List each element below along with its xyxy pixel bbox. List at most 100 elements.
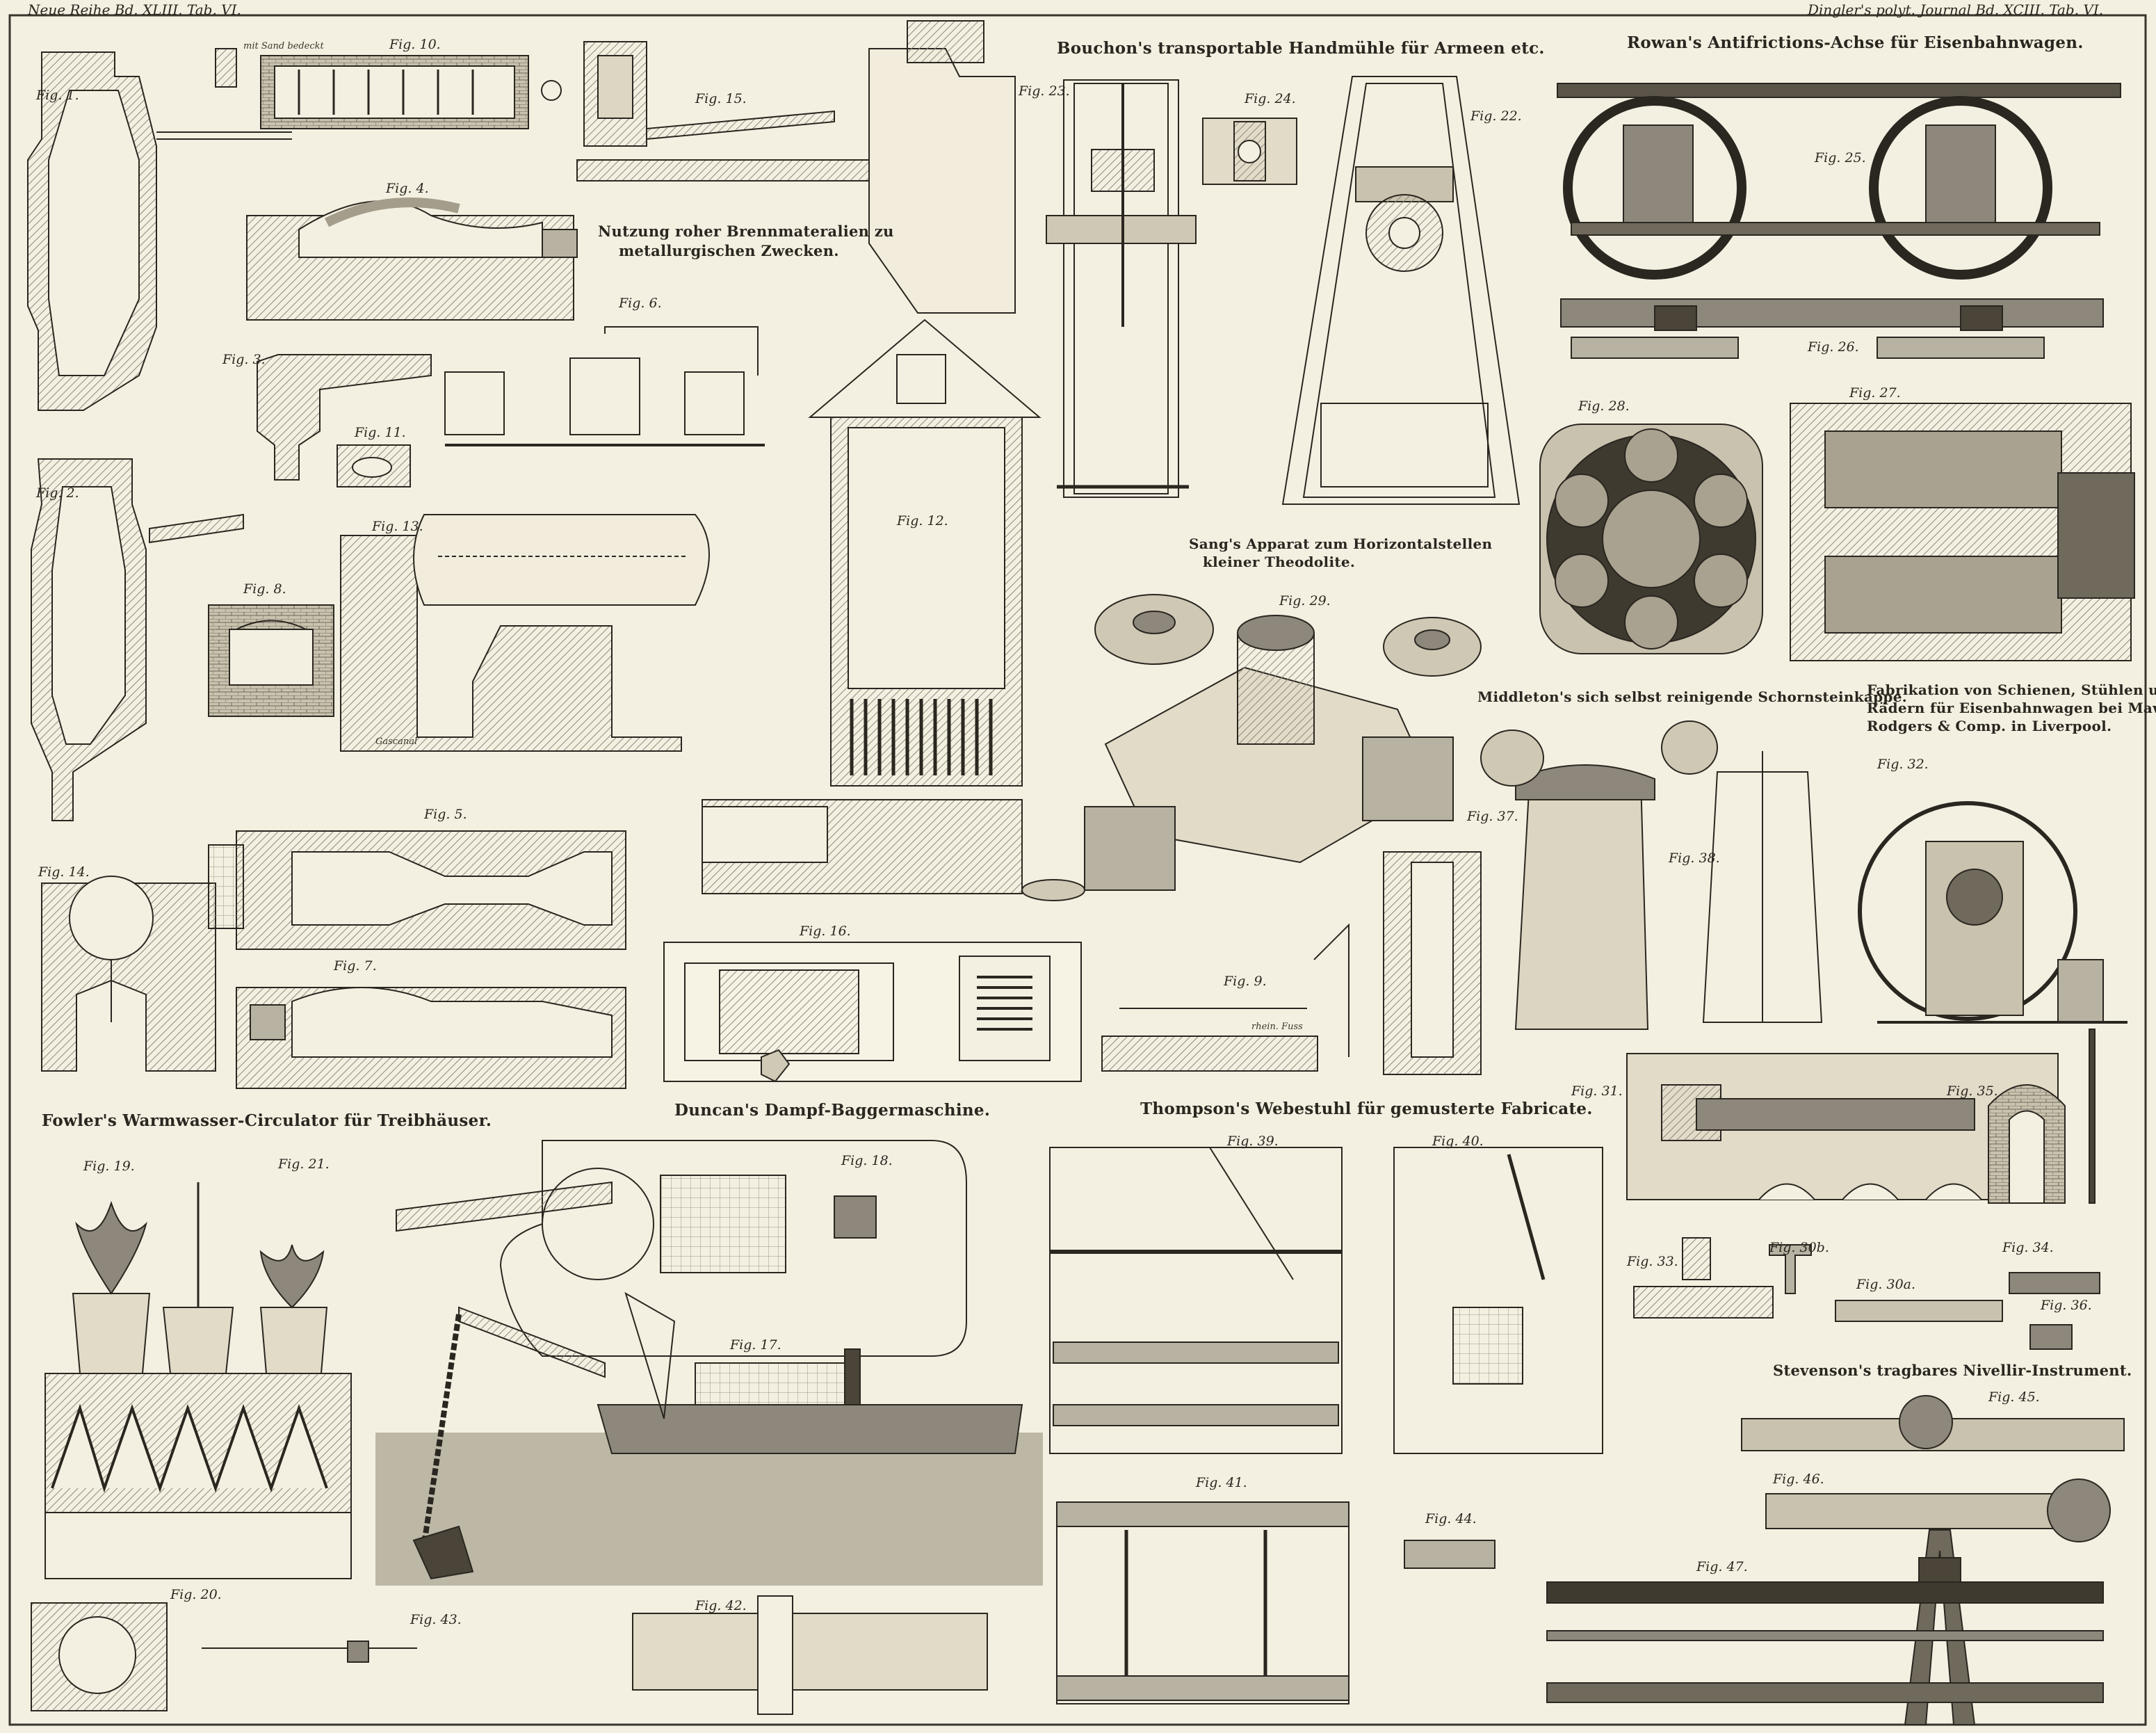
note-rhein-fuss: rhein. Fuss — [1251, 1022, 1303, 1032]
fig26-axle-plan — [1560, 298, 2104, 359]
fig9-level — [1101, 851, 1482, 1075]
title-fabrikation-line1: Fabrikation von Schienen, Stühlen u. — [1867, 682, 2156, 698]
fig18-dredger-plan — [396, 1140, 967, 1357]
fig-label-43: Fig. 43. — [410, 1612, 462, 1627]
fig35-arch — [1988, 1029, 2096, 1204]
fig17-dredger-elevation — [375, 1291, 1043, 1586]
plate-header-right: Dingler's polyt. Journal Bd. XCIII. Tab.… — [1808, 1, 2104, 18]
fig14-furnace — [41, 876, 216, 1072]
title-fabrikation-line3: Rodgers & Comp. in Liverpool. — [1867, 718, 2112, 734]
fig-label-15: Fig. 15. — [695, 91, 747, 106]
fig-label-36: Fig. 36. — [2041, 1298, 2092, 1313]
fig-label-37: Fig. 37. — [1467, 809, 1518, 824]
title-fabrikation-line2: Rädern für Eisenbahnwagen bei Maw, — [1867, 700, 2156, 716]
fig16-plan — [663, 942, 1082, 1083]
title-nutzung-line2: metallurgischen Zwecken. — [619, 242, 839, 259]
fig41-44-loom-details — [1056, 1501, 1496, 1704]
fig-label-18: Fig. 18. — [841, 1153, 893, 1168]
fig-label-31: Fig. 31. — [1571, 1083, 1623, 1099]
fig-label-30b: Fig. 30b. — [1769, 1240, 1829, 1255]
fig39-40-loom — [1049, 1147, 1603, 1454]
fig6-furnace-row — [444, 326, 765, 446]
fig13-boiler — [340, 514, 710, 752]
fig45-46-level — [1741, 1395, 2125, 1725]
fig-label-26: Fig. 26. — [1808, 339, 1859, 355]
fig-label-20: Fig. 20. — [170, 1587, 222, 1602]
title-nutzung-line1: Nutzung roher Brennmateralien zu — [598, 223, 894, 240]
fig-label-22: Fig. 22. — [1470, 108, 1522, 124]
fig-label-13: Fig. 13. — [372, 519, 423, 534]
fig24-mill-part — [1202, 118, 1297, 185]
fig3-flue — [257, 354, 432, 481]
fig-label-35: Fig. 35. — [1947, 1083, 1998, 1099]
fig-label-34: Fig. 34. — [2002, 1240, 2054, 1255]
fig19-hothouse — [44, 1182, 352, 1579]
fig-label-12: Fig. 12. — [897, 513, 948, 529]
fig-label-7: Fig. 7. — [334, 958, 377, 974]
fig-label-8: Fig. 8. — [243, 581, 286, 597]
fig15-reverberatory — [576, 20, 1016, 314]
fig-label-47: Fig. 47. — [1696, 1559, 1748, 1574]
fig-label-29: Fig. 29. — [1279, 593, 1331, 608]
fig-label-41: Fig. 41. — [1196, 1475, 1247, 1490]
fig8-oven — [208, 604, 334, 717]
fig-label-3: Fig. 3. — [222, 352, 266, 367]
fig2-furnace-section — [31, 458, 244, 821]
title-sang-line2: kleiner Theodolite. — [1203, 554, 1356, 570]
fig-label-14: Fig. 14. — [38, 864, 90, 880]
fig-label-46: Fig. 46. — [1773, 1472, 1824, 1487]
fig-label-44: Fig. 44. — [1425, 1511, 1477, 1526]
fig-label-40: Fig. 40. — [1432, 1134, 1484, 1149]
fig-label-39: Fig. 39. — [1227, 1134, 1279, 1149]
fig-label-38: Fig. 38. — [1669, 851, 1720, 866]
fig32-wheel-press — [1858, 801, 2127, 1024]
fig-label-27: Fig. 27. — [1849, 385, 1901, 401]
fig28-bearing-section — [1539, 424, 1763, 654]
title-sang-line1: Sang's Apparat zum Horizontalstellen — [1189, 535, 1493, 552]
note-mit-sand: mit Sand bedeckt — [243, 41, 324, 51]
fig38-chimney-cap — [1661, 720, 1823, 1023]
fig47-rails — [1546, 1581, 2104, 1703]
fig-label-1: Fig. 1. — [36, 88, 79, 103]
title-stevenson-level: Stevenson's tragbares Nivellir-Instrumen… — [1773, 1362, 2132, 1379]
fig-label-11: Fig. 11. — [355, 425, 406, 440]
fig20-43-42-details — [31, 1595, 988, 1715]
fig11-grate — [337, 444, 411, 487]
fig-label-25: Fig. 25. — [1815, 150, 1866, 166]
fig-label-17: Fig. 17. — [730, 1337, 781, 1353]
rail-sections — [1633, 1237, 2100, 1350]
fig7-furnace — [236, 987, 626, 1089]
fig5-furnace — [208, 830, 626, 950]
fig27-bearing-plan — [1790, 403, 2135, 661]
fig31-furnace — [1626, 1053, 2059, 1200]
fig-label-2: Fig. 2. — [36, 485, 79, 501]
fig-label-10: Fig. 10. — [389, 37, 441, 52]
fig-label-5: Fig. 5. — [424, 807, 467, 822]
title-rowan-axle: Rowan's Antifrictions-Achse für Eisenbah… — [1627, 33, 2084, 52]
fig-label-45: Fig. 45. — [1988, 1389, 2040, 1405]
fig-label-23: Fig. 23. — [1019, 83, 1070, 99]
fig-label-21: Fig. 21. — [278, 1156, 330, 1172]
fig-label-33: Fig. 33. — [1627, 1254, 1678, 1269]
fig29-theodolite-base — [1084, 594, 1482, 891]
fig-label-19: Fig. 19. — [83, 1159, 135, 1174]
plate-border — [8, 14, 2147, 1726]
fig1-furnace-section — [27, 48, 292, 411]
fig-label-16: Fig. 16. — [800, 924, 851, 939]
fig-label-6: Fig. 6. — [619, 296, 662, 311]
fig-label-42: Fig. 42. — [695, 1598, 747, 1613]
fig-label-4: Fig. 4. — [386, 181, 429, 196]
title-duncan-dredger: Duncan's Dampf-Baggermaschine. — [674, 1101, 991, 1120]
title-middleton-cap: Middleton's sich selbst reinigende Schor… — [1477, 688, 1907, 705]
title-fowler-circulator: Fowler's Warmwasser-Circulator für Treib… — [42, 1111, 492, 1130]
fig37-chimney-cap — [1480, 730, 1655, 1030]
fig4-furnace — [246, 198, 578, 321]
fig-label-32: Fig. 32. — [1877, 757, 1929, 772]
fig-label-24: Fig. 24. — [1245, 91, 1296, 106]
fig25-rowan-axle — [1557, 83, 2121, 280]
title-thompson-loom: Thompson's Webestuhl für gemusterte Fabr… — [1140, 1099, 1593, 1118]
title-bouchon-mill: Bouchon's transportable Handmühle für Ar… — [1057, 39, 1545, 58]
fig-label-30a: Fig. 30a. — [1856, 1277, 1916, 1292]
